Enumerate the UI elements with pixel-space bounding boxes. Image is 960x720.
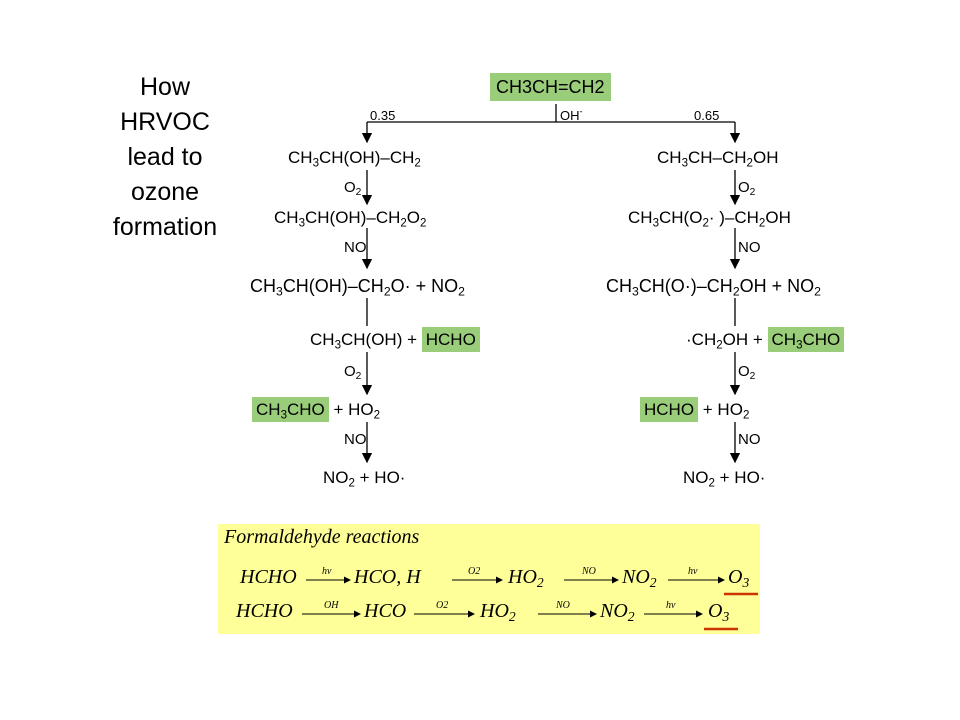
row1-label-o2: O2	[468, 566, 481, 577]
title-line-3: lead to	[127, 143, 203, 171]
left-reagent-no-1: NO	[344, 239, 367, 256]
reactant-formula: CH3CH=CH2	[496, 77, 605, 97]
row2-hco: HCO	[364, 600, 407, 622]
page-title: How HRVOC lead to ozone formation	[90, 70, 240, 245]
row2-label-no: NO	[556, 600, 570, 611]
right-species-2: CH3CH(O2· )–CH2OH	[628, 208, 791, 230]
row1-hcho: HCHO	[240, 566, 297, 588]
row2-o3: O3	[708, 600, 730, 625]
reagent-oh: OH-	[560, 106, 583, 124]
left-species-3: CH3CH(OH)–CH2O· + NO2	[250, 276, 465, 299]
right-reagent-no-1: NO	[738, 239, 761, 256]
left-species-1: CH3CH(OH)–CH2	[288, 148, 421, 170]
formaldehyde-reactions-panel: Formaldehyde reactions HCHO hν HCO, H O2…	[218, 524, 760, 634]
highlight-hcho-left: HCHO	[421, 327, 480, 352]
row1-ho2: HO2	[508, 566, 544, 591]
highlight-hcho-right: HCHO	[640, 397, 699, 422]
row2-ho2: HO2	[480, 600, 516, 625]
row1-hco-h: HCO, H	[354, 566, 421, 588]
row1-o3: O3	[728, 566, 750, 591]
right-species-4: ·CH2OH + CH3CHO	[686, 327, 845, 352]
right-species-3: CH3CH(O·)–CH2OH + NO2	[606, 276, 821, 299]
branch-ratio-right: 0.65	[694, 108, 720, 123]
left-species-4: CH3CH(OH) + HCHO	[310, 327, 480, 352]
left-species-6: NO2 + HO·	[323, 468, 406, 490]
title-line-5: formation	[112, 213, 218, 241]
reagent-oh-text: OH	[560, 108, 580, 123]
highlight-ch3cho-left: CH3CHO	[252, 397, 329, 422]
right-species-1: CH3CH–CH2OH	[657, 148, 779, 170]
row2-label-hv: hν	[666, 600, 676, 611]
row2-no2: NO2	[600, 600, 635, 625]
title-line-4: ozone	[130, 178, 200, 206]
left-reagent-no-2: NO	[344, 431, 367, 448]
formaldehyde-heading: Formaldehyde reactions	[224, 526, 420, 548]
title-line-1: How	[139, 73, 190, 101]
highlight-ch3cho-right: CH3CHO	[767, 327, 845, 352]
right-reagent-o2-1: O2	[738, 179, 756, 199]
reactant-propene: CH3CH=CH2	[490, 73, 611, 101]
row1-label-no: NO	[582, 566, 596, 577]
row1-no2: NO2	[622, 566, 657, 591]
left-species-5: CH3CHO + HO2	[252, 397, 380, 422]
right-reagent-no-2: NO	[738, 431, 761, 448]
row2-hcho: HCHO	[236, 600, 293, 622]
row1-label-hv: hν	[322, 566, 332, 577]
formaldehyde-arrows	[302, 576, 758, 631]
row1-label-hv-2: hν	[688, 566, 698, 577]
row2-label-oh: OH	[324, 600, 339, 611]
title-line-2: HRVOC	[120, 108, 210, 136]
branch-ratio-left: 0.35	[370, 108, 396, 123]
reagent-oh-mark: -	[579, 106, 583, 117]
row2-label-o2: O2	[436, 600, 449, 611]
left-species-2: CH3CH(OH)–CH2O2	[274, 208, 427, 230]
left-reagent-o2-1: O2	[344, 179, 362, 199]
right-species-6: NO2 + HO·	[683, 468, 766, 490]
left-reagent-o2-2: O2	[344, 363, 362, 383]
right-species-5: HCHO + HO2	[640, 397, 749, 422]
right-reagent-o2-2: O2	[738, 363, 756, 383]
